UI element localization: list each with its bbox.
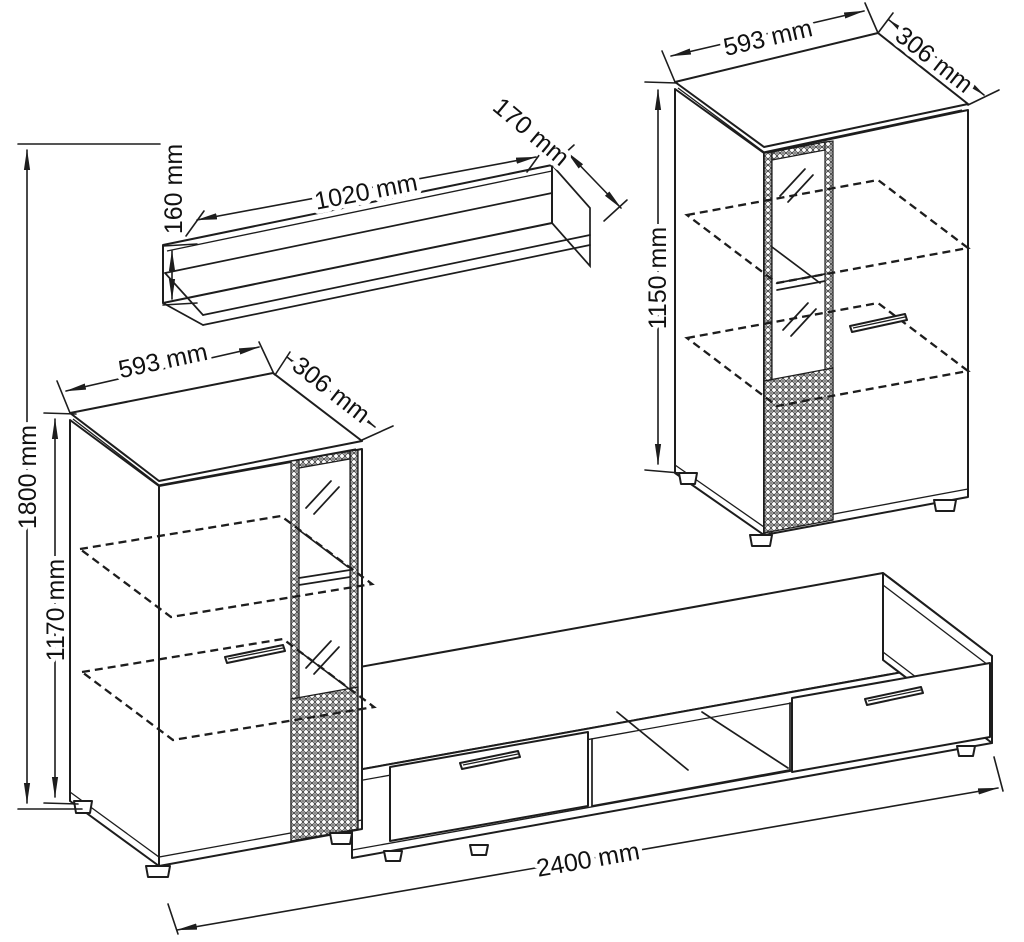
tv-stand-right-drawer — [791, 662, 991, 773]
glass-reflection-icon — [779, 168, 817, 337]
foot — [383, 850, 403, 862]
right-cabinet — [674, 32, 971, 547]
dashed-shelf — [684, 178, 971, 285]
dashed-shelf — [684, 301, 971, 408]
foot — [956, 745, 976, 757]
foot — [749, 534, 773, 547]
hatched-door-panel — [290, 686, 359, 842]
foot — [933, 499, 957, 512]
glass-door — [763, 140, 834, 536]
foot — [73, 800, 93, 814]
dim-label-2400: 2400 mm — [534, 837, 641, 883]
dim-shelf-height: 160 mm — [156, 139, 198, 306]
door-handle — [224, 644, 286, 664]
dim-label-170: 170 mm — [487, 92, 574, 172]
foot — [145, 865, 171, 878]
dim-left-cabinet-height: 1170 mm — [38, 412, 79, 805]
hatched-door-panel — [763, 367, 834, 534]
dim-label-1800: 1800 mm — [14, 425, 42, 529]
foot — [469, 844, 489, 856]
dim-label-1150: 1150 mm — [644, 227, 672, 329]
dim-label-1170: 1170 mm — [42, 559, 70, 661]
dim-label-160: 160 mm — [160, 144, 188, 234]
dim-label-left-593: 593 mm — [116, 338, 210, 384]
foot — [329, 832, 353, 845]
left-cabinet — [69, 372, 377, 878]
foot — [678, 472, 698, 485]
dim-right-cabinet-height: 1150 mm — [640, 81, 681, 474]
dashed-shelf — [77, 514, 375, 619]
door-handle — [849, 313, 908, 333]
dashed-shelf — [79, 637, 377, 742]
glass-reflection-icon — [305, 480, 340, 675]
dim-overall-height: 1800 mm — [10, 143, 161, 810]
